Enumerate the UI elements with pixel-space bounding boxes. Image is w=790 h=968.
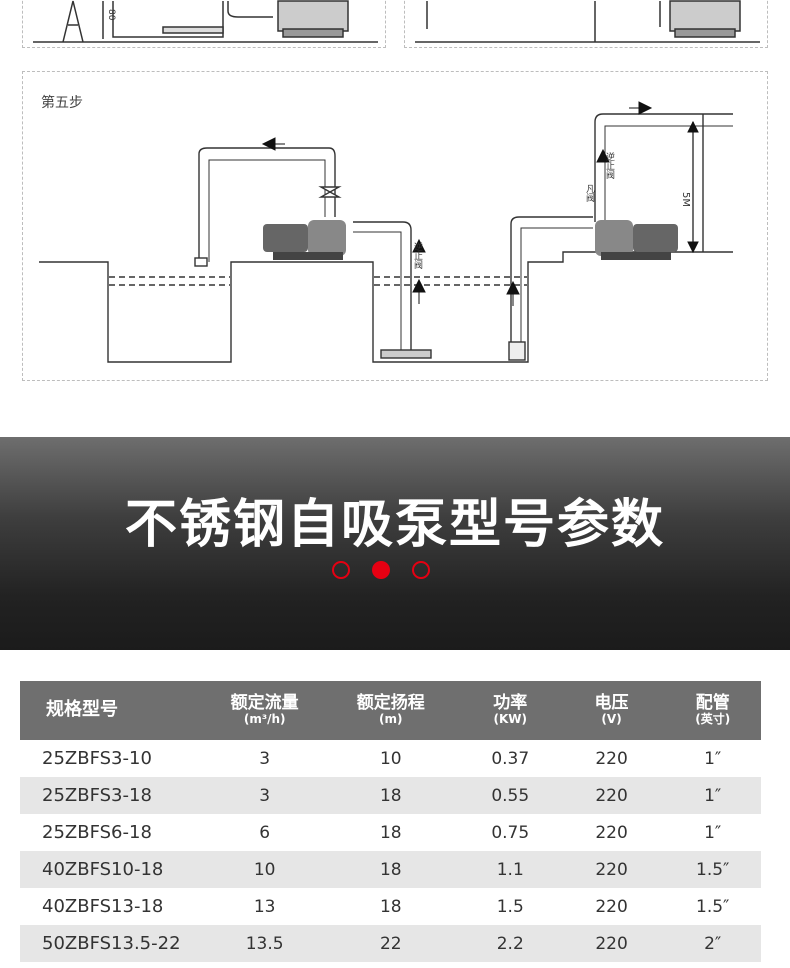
step5-diagram-panel: 第五步 — [22, 71, 768, 381]
check-valve-label-right: 逆止阀 — [604, 151, 615, 180]
height-dimension-label: 5M — [680, 192, 691, 207]
cell-model: 40ZBFS13-18 — [42, 896, 164, 917]
cell-pipe: 1″ — [664, 777, 761, 814]
cell-power: 0.55 — [461, 777, 559, 814]
cell-power: 0.75 — [491, 822, 530, 843]
cell-pipe: 1″ — [704, 822, 722, 843]
dot-icon — [332, 561, 350, 579]
cell-voltage: 220 — [595, 896, 628, 917]
cell-flow: 6 — [259, 822, 271, 843]
cell-pipe: 1.5″ — [696, 896, 730, 917]
cell-head: 18 — [319, 851, 462, 888]
cell-model: 50ZBFS13.5-22 — [20, 925, 210, 962]
cell-flow: 13 — [253, 896, 276, 917]
cell-voltage: 220 — [558, 777, 665, 814]
height-label-top-left: 80 — [106, 9, 116, 21]
cell-model: 25ZBFS6-18 — [42, 822, 152, 843]
cell-voltage: 220 — [595, 748, 628, 769]
cell-head: 10 — [379, 748, 402, 769]
cell-voltage: 220 — [558, 851, 665, 888]
dot-icon-active — [372, 561, 390, 579]
header-pipe: 配管(英寸) — [664, 681, 761, 740]
cell-flow: 3 — [209, 777, 320, 814]
cell-voltage: 220 — [595, 822, 628, 843]
cell-model: 40ZBFS10-18 — [20, 851, 210, 888]
decorative-dots — [332, 561, 458, 583]
section-title: 不锈钢自吸泵型号参数 — [124, 495, 665, 555]
table-row: 40ZBFS13-18 13 18 1.5 220 1.5″ — [20, 888, 761, 925]
cell-flow: 10 — [209, 851, 320, 888]
cell-voltage: 220 — [558, 925, 665, 962]
left-pump — [263, 220, 346, 260]
previous-step-diagram-left: 80 — [22, 0, 386, 48]
cell-head: 18 — [379, 822, 402, 843]
header-voltage: 电压(V) — [558, 681, 665, 740]
cell-flow: 13.5 — [209, 925, 320, 962]
cell-pipe: 1.5″ — [664, 851, 761, 888]
previous-step-drawing-right — [415, 0, 760, 43]
cell-power: 1.1 — [461, 851, 559, 888]
table-row: 40ZBFS10-18 10 18 1.1 220 1.5″ — [20, 851, 761, 888]
valve-label-right: 凡阀 — [584, 184, 595, 203]
cell-model: 25ZBFS3-10 — [42, 748, 152, 769]
previous-step-diagram-right — [404, 0, 768, 48]
check-valve-label-left: 逆止阀 — [412, 241, 423, 270]
spec-table: 规格型号 额定流量(m³/h) 额定扬程(m) 功率(KW) 电压(V) 配管(… — [20, 681, 761, 962]
table-row: 25ZBFS6-18 6 18 0.75 220 1″ — [20, 814, 761, 851]
dot-icon — [412, 561, 430, 579]
table-row: 50ZBFS13.5-22 13.5 22 2.2 220 2″ — [20, 925, 761, 962]
step-label: 第五步 — [41, 95, 83, 111]
cell-power: 0.37 — [491, 748, 530, 769]
cell-head: 18 — [379, 896, 402, 917]
section-banner: 不锈钢自吸泵型号参数 — [0, 437, 790, 650]
header-model: 规格型号 — [20, 681, 210, 740]
cell-power: 1.5 — [496, 896, 524, 917]
previous-step-drawing-left: 80 — [33, 0, 378, 43]
right-pump — [595, 220, 678, 260]
cell-head: 18 — [319, 777, 462, 814]
cell-power: 2.2 — [461, 925, 559, 962]
header-head: 额定扬程(m) — [319, 681, 462, 740]
table-row: 25ZBFS3-18 3 18 0.55 220 1″ — [20, 777, 761, 814]
cell-pipe: 1″ — [704, 748, 722, 769]
table-row: 25ZBFS3-10 3 10 0.37 220 1″ — [20, 740, 761, 777]
cell-flow: 3 — [259, 748, 271, 769]
cell-head: 22 — [319, 925, 462, 962]
table-header-row: 规格型号 额定流量(m³/h) 额定扬程(m) 功率(KW) 电压(V) 配管(… — [20, 681, 761, 740]
cell-model: 25ZBFS3-18 — [20, 777, 210, 814]
step5-installation-diagram: 5M 逆止阀 逆止阀 凡阀 — [39, 101, 733, 363]
header-flow: 额定流量(m³/h) — [209, 681, 320, 740]
cell-pipe: 2″ — [664, 925, 761, 962]
header-power: 功率(KW) — [461, 681, 559, 740]
